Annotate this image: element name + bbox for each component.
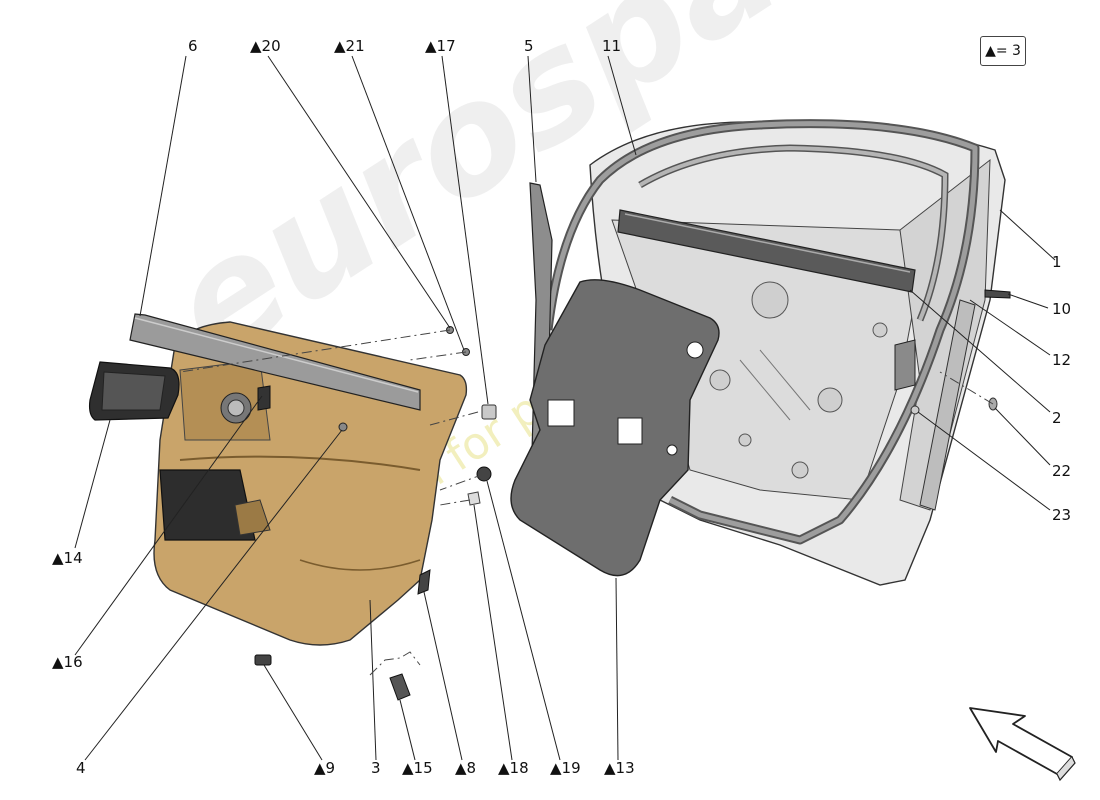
callout-21: ▲21 xyxy=(334,37,365,55)
callout-3: 3 xyxy=(371,759,381,777)
speaker-grille xyxy=(88,361,180,421)
callout-11: 11 xyxy=(602,37,622,55)
callout-13: ▲13 xyxy=(604,759,635,777)
arrow-up-left-icon xyxy=(969,707,1076,782)
lamp-9 xyxy=(254,654,272,666)
callout-17: ▲17 xyxy=(425,37,456,55)
connector-15 xyxy=(389,673,411,701)
waterproof-membrane xyxy=(510,279,720,577)
callout-18: ▲18 xyxy=(498,759,529,777)
clip-17 xyxy=(481,404,497,420)
callout-19: ▲19 xyxy=(550,759,581,777)
callout-4: 4 xyxy=(76,759,86,777)
upper-trim-strip xyxy=(129,313,421,411)
switch-8 xyxy=(417,569,431,595)
callout-14: ▲14 xyxy=(52,549,83,567)
screw-4 xyxy=(338,422,348,432)
callout-23: 23 xyxy=(1052,506,1072,524)
screw-16 xyxy=(257,385,271,411)
clip-18 xyxy=(467,491,481,506)
callout-6: 6 xyxy=(188,37,198,55)
latch-plate-23 xyxy=(894,339,920,415)
door-trim-12 xyxy=(919,299,976,511)
callout-12: 12 xyxy=(1052,351,1072,369)
callout-2: 2 xyxy=(1052,409,1062,427)
callout-1: 1 xyxy=(1052,253,1062,271)
window-frame-seal xyxy=(543,119,980,545)
callout-8: ▲8 xyxy=(455,759,477,777)
callout-15: ▲15 xyxy=(402,759,433,777)
legend-box: ▲= 3 xyxy=(980,36,1026,66)
callout-9: ▲9 xyxy=(314,759,336,777)
callout-20: ▲20 xyxy=(250,37,281,55)
leader-lines xyxy=(74,55,1056,761)
callout-16: ▲16 xyxy=(52,653,83,671)
callout-22: 22 xyxy=(1052,462,1072,480)
callout-10: 10 xyxy=(1052,300,1072,318)
striker-bracket-10 xyxy=(984,289,1011,299)
callout-5: 5 xyxy=(524,37,534,55)
assembly-lines xyxy=(179,329,994,676)
